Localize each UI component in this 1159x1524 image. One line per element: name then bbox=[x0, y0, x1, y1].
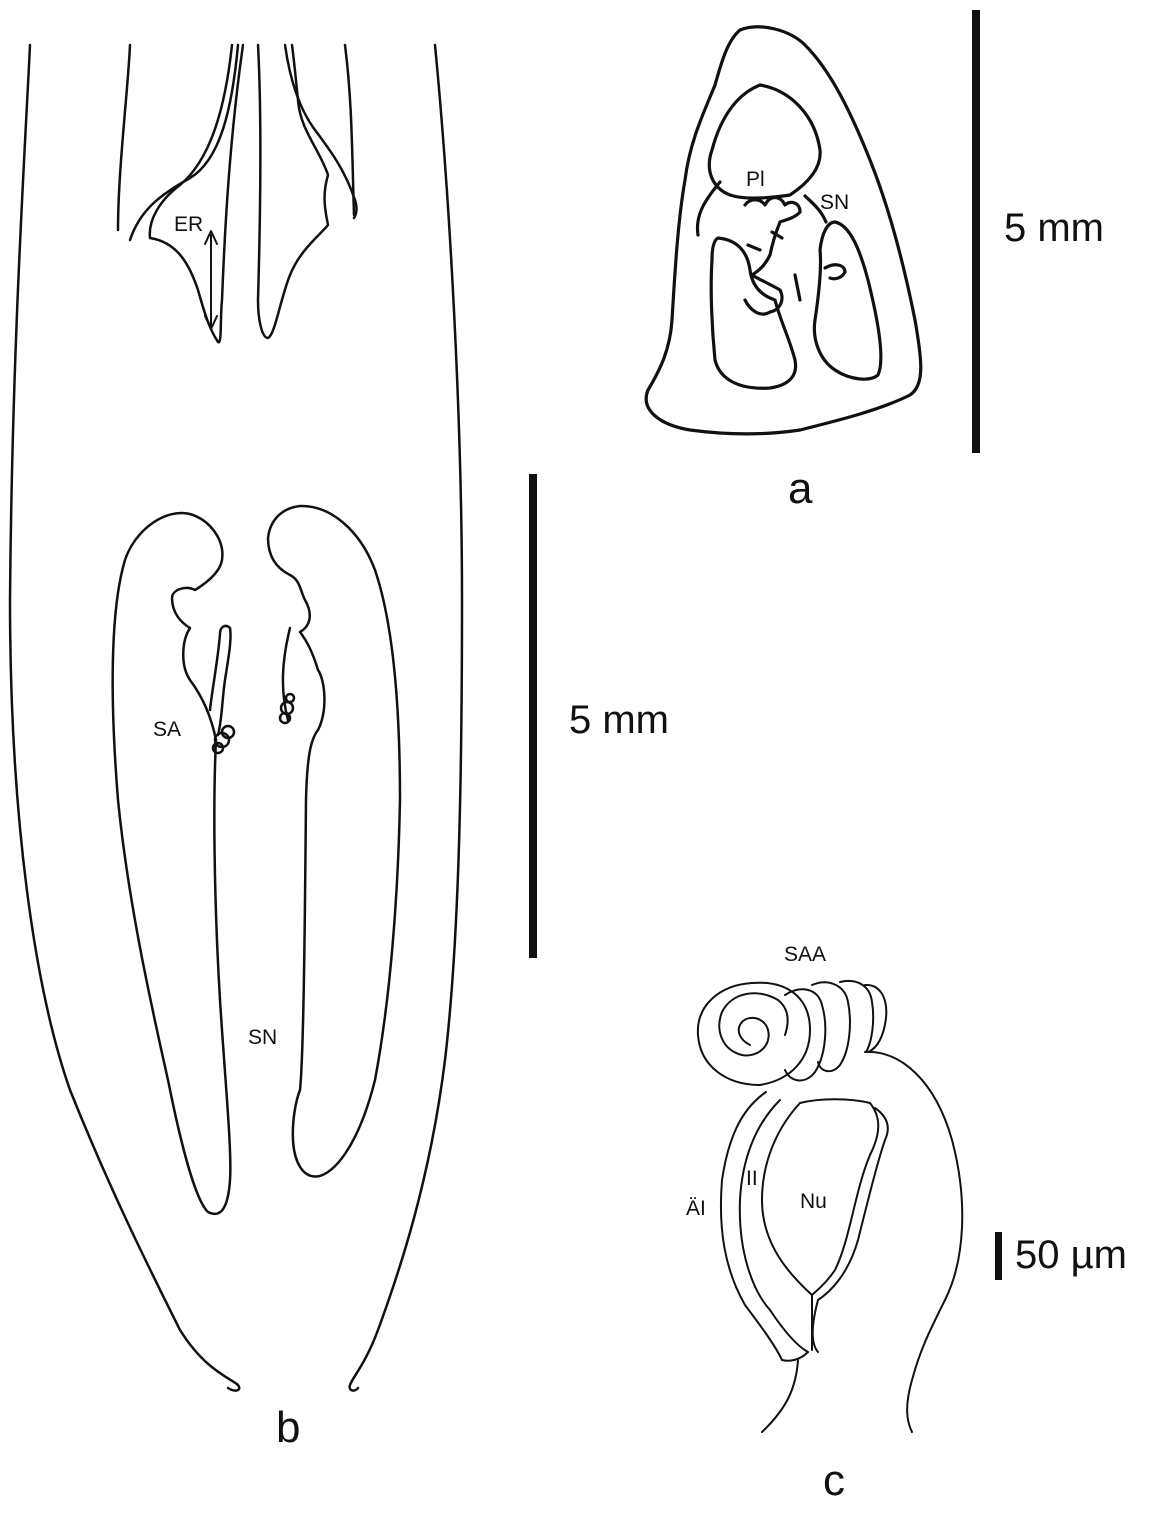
panel-b-upper-right-inner bbox=[258, 45, 328, 338]
panel-b-drawing bbox=[10, 45, 462, 1391]
panel-c-inner-integument-right bbox=[813, 1108, 888, 1352]
panel-c-scale-bar bbox=[995, 1232, 1002, 1280]
panel-c-spiral-outer bbox=[698, 983, 810, 1085]
panel-c-outer-integument bbox=[721, 1092, 782, 1360]
er-double-arrow bbox=[205, 231, 217, 329]
panel-a-scale-bar bbox=[972, 10, 980, 453]
panel-b-scale-bar bbox=[529, 474, 537, 958]
panel-b-letter: b bbox=[276, 1403, 300, 1453]
panel-c-spiral bbox=[719, 993, 787, 1055]
panel-b-label-sn: SN bbox=[248, 1026, 277, 1050]
panel-b-left-lobe bbox=[113, 513, 231, 1214]
panel-b-upper-right-flank bbox=[345, 45, 354, 215]
panel-c-nucellus-top bbox=[800, 1099, 870, 1103]
panel-b-right-lobe-inner bbox=[283, 628, 290, 720]
panel-a-inner-dash-1 bbox=[748, 245, 760, 250]
panel-c-label-saa: SAA bbox=[784, 943, 826, 967]
panel-b-scale-label: 5 mm bbox=[569, 698, 669, 743]
panel-b-outer-right-contour bbox=[350, 45, 462, 1391]
panel-a-drawing bbox=[646, 27, 921, 434]
panel-b-left-lobe-stalk bbox=[210, 626, 231, 735]
panel-b-label-sa: SA bbox=[153, 718, 181, 742]
panel-a-right-chamber bbox=[814, 222, 880, 379]
panel-a-placenta bbox=[745, 198, 800, 315]
panel-c-label-ii: II bbox=[746, 1167, 758, 1191]
panel-c-inner-integument-left bbox=[740, 1100, 808, 1352]
panel-c-letter: c bbox=[823, 1456, 845, 1506]
panel-c-label-nu: Nu bbox=[800, 1190, 827, 1214]
panel-b-upper-left-outer bbox=[118, 45, 130, 230]
panel-a-lobe-right bbox=[825, 265, 845, 279]
panel-c-drawing bbox=[698, 981, 962, 1432]
panel-c-outer-right bbox=[865, 1052, 962, 1432]
panel-a-septum-left bbox=[697, 182, 720, 235]
panel-a-inner-dash-2 bbox=[795, 275, 800, 300]
panel-c-scale-label: 50 µm bbox=[1015, 1233, 1127, 1278]
panel-b-label-er: ER bbox=[174, 213, 203, 237]
panel-a-label-pl: Pl bbox=[746, 168, 765, 192]
panel-c-label-ai: ÄI bbox=[686, 1197, 706, 1221]
panel-a-label-sn: SN bbox=[820, 191, 849, 215]
panel-b-right-lobe bbox=[268, 506, 400, 1177]
panel-a-upper-chamber bbox=[709, 85, 820, 198]
panel-a-left-chamber bbox=[711, 238, 795, 388]
panel-c-base-left bbox=[782, 1352, 808, 1361]
panel-c-funicle-left bbox=[762, 1360, 798, 1432]
panel-a-letter: a bbox=[788, 464, 812, 514]
panel-b-outer-left-contour bbox=[10, 45, 239, 1391]
panel-a-scale-label: 5 mm bbox=[1004, 206, 1104, 251]
panel-c-coil-4 bbox=[865, 985, 886, 1052]
panel-b-upper-left-inner bbox=[130, 45, 238, 240]
